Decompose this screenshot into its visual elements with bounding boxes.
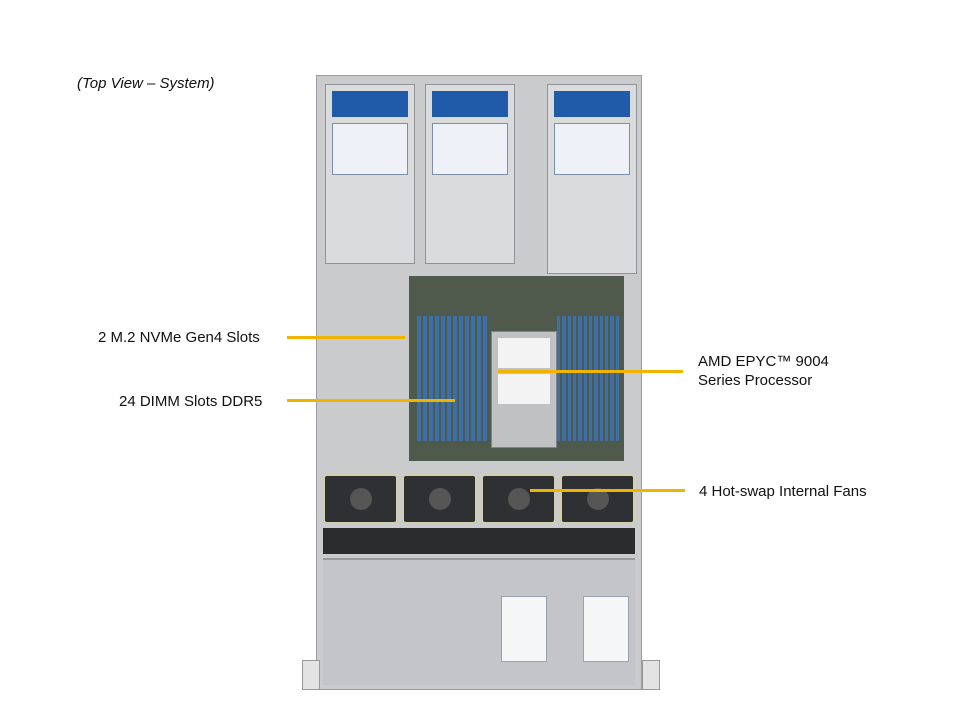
callout-fans-line: [530, 489, 685, 492]
callout-dimm-label: 24 DIMM Slots DDR5: [119, 393, 263, 410]
dimm-slot: [615, 316, 619, 441]
callout-m2-line: [287, 336, 405, 339]
callout-fans-label: 4 Hot-swap Internal Fans: [699, 483, 867, 500]
callout-cpu-line1: AMD EPYC™ 9004: [698, 353, 829, 370]
cpu-heatsink: [491, 331, 557, 448]
dimm-bank-right: [557, 316, 619, 441]
callout-cpu-line: [498, 370, 683, 373]
fan: [481, 474, 556, 524]
dimm-slot: [594, 316, 598, 441]
dimm-slot: [604, 316, 609, 441]
callout-cpu-label: AMD EPYC™ 9004 Series Processor: [698, 352, 829, 390]
riser-center: [425, 84, 515, 264]
server-chassis-photo: [316, 75, 642, 690]
dimm-slot: [567, 316, 571, 441]
fan: [560, 474, 635, 524]
dimm-slot: [562, 316, 566, 441]
dimm-slot: [588, 316, 593, 441]
dimm-slot: [435, 316, 439, 441]
rack-handle-right: [642, 660, 660, 690]
dimm-slot: [471, 316, 475, 441]
dimm-slot: [477, 316, 481, 441]
dimm-slot: [599, 316, 603, 441]
fan: [402, 474, 477, 524]
service-sticker: [501, 596, 547, 662]
dimm-slot: [441, 316, 445, 441]
dimm-slot: [459, 316, 463, 441]
caption: (Top View – System): [77, 75, 215, 92]
callout-m2-label: 2 M.2 NVMe Gen4 Slots: [98, 329, 260, 346]
service-sticker: [583, 596, 629, 662]
fan-row: [323, 474, 635, 524]
dimm-slot: [578, 316, 582, 441]
dimm-bank-left: [417, 316, 489, 441]
dimm-slot: [453, 316, 457, 441]
dimm-slot: [429, 316, 433, 441]
dimm-slot: [447, 316, 451, 441]
dimm-slot: [583, 316, 587, 441]
dimm-slot: [557, 316, 561, 441]
dimm-slot: [465, 316, 469, 441]
fan: [323, 474, 398, 524]
dimm-slot: [610, 316, 614, 441]
riser-left: [325, 84, 415, 264]
dimm-slot: [572, 316, 577, 441]
airflow-grille: [323, 528, 635, 554]
dimm-slot: [483, 316, 487, 441]
callout-cpu-line2: Series Processor: [698, 372, 813, 389]
callout-dimm-line: [287, 399, 455, 402]
rack-handle-left: [302, 660, 320, 690]
riser-right: [547, 84, 637, 274]
dimm-slot: [417, 316, 421, 441]
dimm-slot: [423, 316, 427, 441]
